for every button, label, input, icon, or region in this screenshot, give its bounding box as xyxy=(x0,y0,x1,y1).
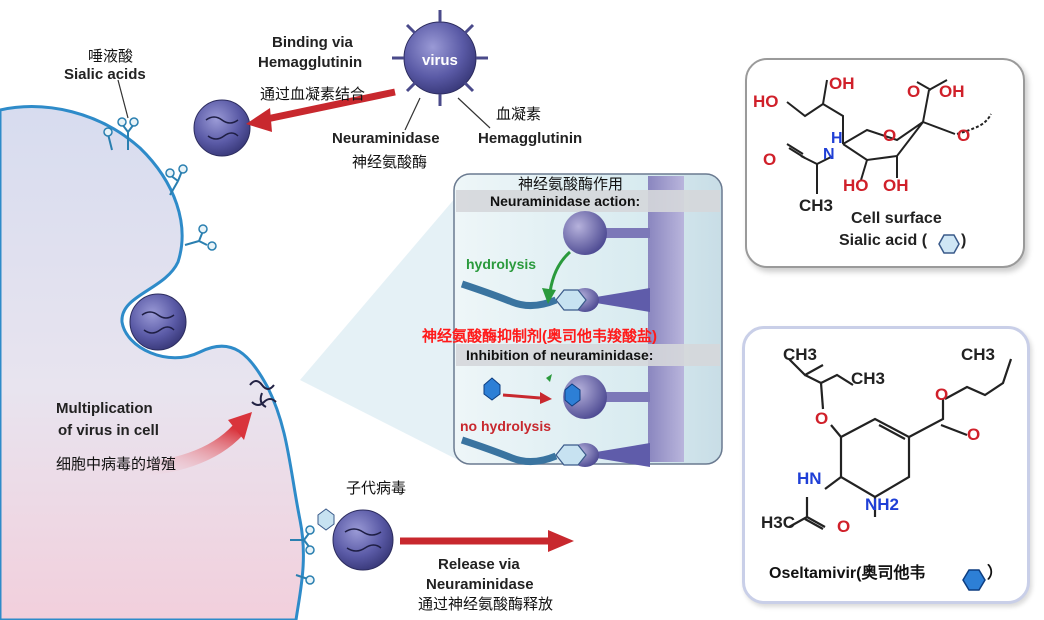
hemagglutinin-label-cn: 血凝素 xyxy=(496,105,542,123)
progeny-label-cn: 子代病毒 xyxy=(346,479,407,497)
multiplication-label-cn: 细胞中病毒的增殖 xyxy=(56,455,177,473)
atom-o-ester: O xyxy=(935,385,949,404)
sialic-label-cn: 唾液酸 xyxy=(88,47,134,65)
sialic-pointer xyxy=(117,79,129,119)
atom-ch3-c: CH3 xyxy=(961,345,996,364)
atom-ch3: CH3 xyxy=(799,196,834,215)
hemagglutinin-label: Hemagglutinin xyxy=(478,130,583,147)
sialic-caption-1: Cell surface xyxy=(851,210,942,227)
atom-o-amide: O xyxy=(837,517,851,536)
multiplication-label-1: Multiplication xyxy=(56,400,153,417)
virus-progeny xyxy=(332,509,394,571)
atom-oh-top: OH xyxy=(829,74,855,93)
atom-o-carboxyl: O xyxy=(907,82,921,101)
inhibitor-label-cn: 神经氨酸酶抑制剂(奥司他韦羧酸盐) xyxy=(422,328,657,345)
oseltamivir-caption-end: ） xyxy=(987,565,1004,582)
virus-label: virus xyxy=(422,52,458,69)
oseltamivir-hexagon-icon xyxy=(962,569,986,591)
neuraminidase-panel xyxy=(453,173,723,467)
zoom-cone xyxy=(300,190,462,462)
atom-n: N xyxy=(823,146,835,163)
sialic-caption-2: Sialic acid ( xyxy=(839,232,928,249)
neuraminidase-pointer xyxy=(404,97,421,131)
atom-ch3-b: CH3 xyxy=(851,369,886,388)
release-label-1: Release via xyxy=(438,556,520,573)
oseltamivir-structure xyxy=(788,358,1013,530)
sialic-acid-card: HO OH O OH H N O O O HO OH CH3 Cell surf… xyxy=(745,58,1025,268)
binding-arrow xyxy=(261,88,396,124)
viral-rna xyxy=(249,380,277,408)
progeny-sialic-hex xyxy=(317,508,335,531)
virus-free xyxy=(392,10,488,106)
sialic-structure xyxy=(786,79,992,194)
atom-oh-carboxyl: OH xyxy=(939,82,965,101)
oseltamivir-card: CH3 CH3 CH3 O O O HN NH2 H3C O Oseltamiv… xyxy=(742,326,1030,604)
sialic-label-en: Sialic acids xyxy=(64,66,146,83)
action-label-cn: 神经氨酸酶作用 xyxy=(518,175,624,193)
atom-h3c: H3C xyxy=(761,513,796,532)
hydrolysis-label: hydrolysis xyxy=(466,256,537,272)
atom-nh2: NH2 xyxy=(865,495,900,514)
atom-hn: HN xyxy=(797,469,822,488)
neuraminidase-label: Neuraminidase xyxy=(332,130,440,147)
hemagglutinin-pointer xyxy=(457,97,491,129)
atom-o-ether: O xyxy=(815,409,829,428)
atom-o-ring: O xyxy=(883,126,897,145)
atom-ho2: HO xyxy=(843,176,869,195)
sialic-hexagon-icon xyxy=(938,234,960,254)
atom-o-carbonyl: O xyxy=(967,425,981,444)
binding-arrow-head xyxy=(246,108,272,132)
release-label-2: Neuraminidase xyxy=(426,576,534,593)
release-arrow-head xyxy=(548,530,574,552)
multiplication-arrow xyxy=(119,425,244,477)
atom-o-acetyl: O xyxy=(763,150,777,169)
oseltamivir-caption: Oseltamivir(奥司他韦 xyxy=(769,565,926,582)
atom-ch3-a: CH3 xyxy=(783,345,818,364)
binding-label-1: Binding via xyxy=(272,34,353,51)
atom-h: H xyxy=(831,130,843,147)
inhibition-label: Inhibition of neuraminidase: xyxy=(466,347,654,363)
host-cell xyxy=(0,105,305,620)
no-hydrolysis-label: no hydrolysis xyxy=(460,418,552,434)
virus-binding xyxy=(193,99,251,157)
action-label: Neuraminidase action: xyxy=(490,193,641,209)
atom-oh-bottom: OH xyxy=(883,176,909,195)
atom-o-link: O xyxy=(957,126,971,145)
virus-endocytosed xyxy=(129,293,187,351)
multiplication-arrow-head xyxy=(228,412,252,440)
atom-ho1: HO xyxy=(753,92,779,111)
sialic-receptor-tips xyxy=(103,117,315,585)
multiplication-label-2: of virus in cell xyxy=(58,422,159,439)
neuraminidase-label-cn: 神经氨酸酶 xyxy=(352,153,428,171)
binding-label-cn: 通过血凝素结合 xyxy=(260,85,366,103)
binding-label-2: Hemagglutinin xyxy=(258,54,363,71)
release-label-cn: 通过神经氨酸酶释放 xyxy=(418,595,554,613)
